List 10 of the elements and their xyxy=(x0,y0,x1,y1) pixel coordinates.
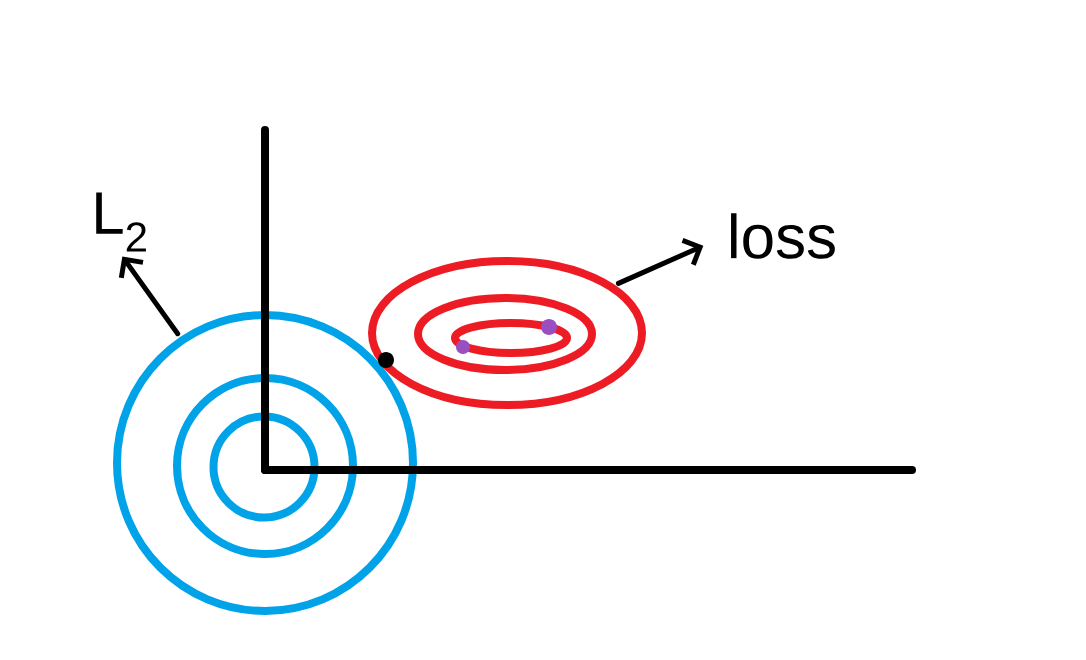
contour-label: L$_{2}$ xyxy=(96,192,146,252)
contour-ellipse xyxy=(451,319,571,357)
contour-ellipse xyxy=(368,257,646,409)
contour-label: loss xyxy=(731,213,835,259)
arrow xyxy=(118,256,181,337)
arrow xyxy=(615,238,704,286)
contour-circle xyxy=(173,374,357,558)
contour-circle xyxy=(113,311,417,615)
contour-circle xyxy=(209,412,319,522)
contour-ellipse xyxy=(414,294,596,374)
